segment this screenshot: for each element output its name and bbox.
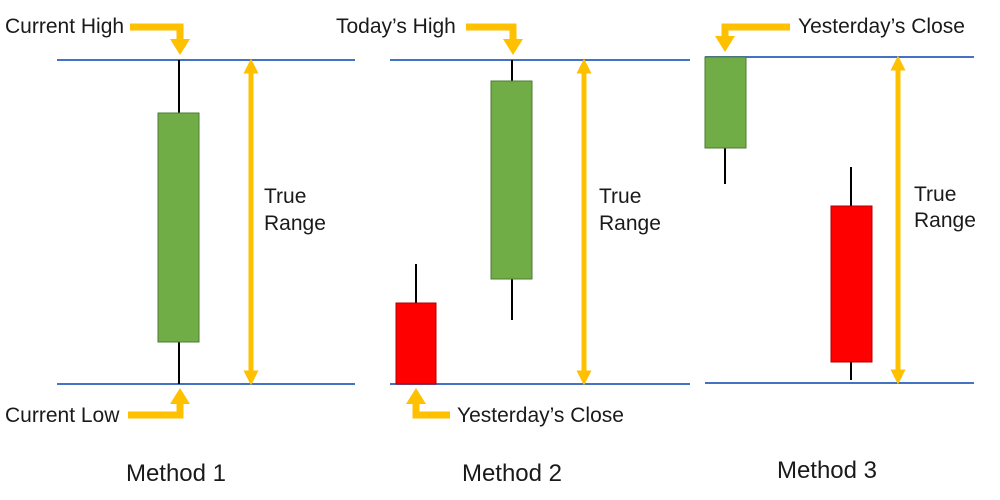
- bottom-pointer-arrow: [406, 388, 450, 419]
- yesterdays-close-label: Yesterday’s Close: [457, 404, 624, 427]
- method-3-label: Method 3: [777, 457, 877, 484]
- green-candle: [490, 80, 533, 280]
- true-range-label-line1: True: [914, 183, 956, 206]
- green-candle: [157, 112, 200, 343]
- true-range-label-line1: True: [599, 185, 641, 208]
- todays-high-label: Today’s High: [336, 15, 456, 38]
- yesterdays-close-label: Yesterday’s Close: [798, 15, 965, 38]
- true-range-label-line2: Range: [914, 209, 976, 232]
- top-pointer-arrow: [715, 23, 790, 52]
- red-candle: [395, 302, 437, 385]
- current-high-label: Current High: [5, 15, 124, 38]
- method-2-label: Method 2: [462, 460, 562, 487]
- top-pointer-arrow: [130, 23, 190, 55]
- green-candle: [704, 56, 747, 149]
- true-range-label-line2: Range: [264, 212, 326, 235]
- method-1-label: Method 1: [126, 460, 226, 487]
- panel-method-2: True Range Today’s High Yesterday’s Clos…: [336, 15, 690, 487]
- true-range-label-line1: True: [264, 185, 306, 208]
- bottom-pointer-arrow: [128, 388, 190, 419]
- top-pointer-arrow: [466, 23, 523, 55]
- panel-method-1: True Range Current High Current Low Meth…: [5, 15, 355, 487]
- true-range-label-line2: Range: [599, 212, 661, 235]
- current-low-label: Current Low: [5, 404, 120, 427]
- panel-method-3: True Range Yesterday’s Close Method 3: [704, 15, 976, 484]
- red-candle: [830, 205, 873, 363]
